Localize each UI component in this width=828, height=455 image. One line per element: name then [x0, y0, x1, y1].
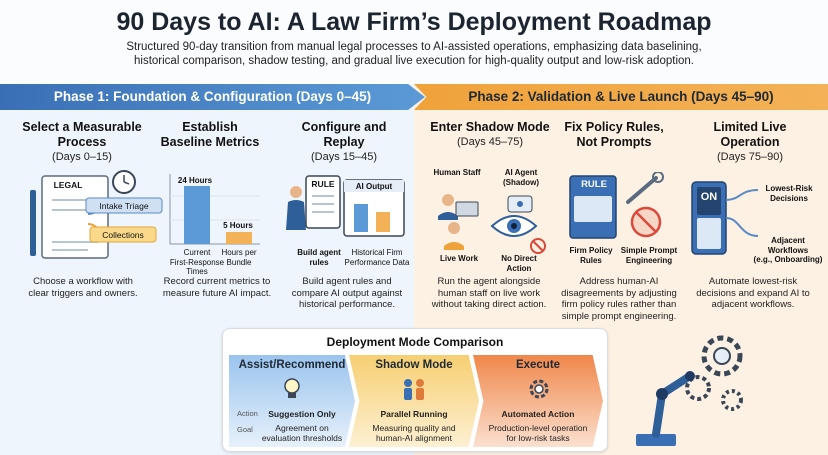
- bar-2-label: Hours per Bundle: [221, 248, 257, 267]
- configure-replay-illustration: [286, 175, 405, 237]
- step-4-description: Run the agent alongside human staff on l…: [431, 276, 547, 310]
- step-baseline-metrics: Establish Baseline Metrics: [160, 120, 260, 149]
- step-fix-policy: Fix Policy Rules, Not Prompts: [564, 120, 664, 149]
- policy-rules-illustration: [569, 172, 664, 239]
- ai-agent-icon: [507, 195, 533, 213]
- mode-assist-recommend: Assist/Recommend Action Suggestion Only …: [229, 355, 355, 447]
- phase-1-banner: Phase 1: Foundation & Configuration (Day…: [0, 84, 425, 110]
- comparison-title: Deployment Mode Comparison: [326, 335, 504, 349]
- step-5-description: Address human-AI disagreements by adjust…: [561, 276, 677, 322]
- step-limited-live: Limited Live Operation (Days 75–90): [713, 120, 787, 163]
- deployment-mode-comparison: Deployment Mode Comparison Assist/Recomm…: [222, 328, 608, 452]
- assist-goal: Agreement on evaluation thresholds: [261, 423, 343, 443]
- step-select-process: Select a Measurable Process (Days 0–15): [22, 120, 142, 163]
- collections-tag: Collections: [102, 230, 144, 240]
- ai-output-label: AI Output: [355, 182, 393, 191]
- historical-data-caption: Historical Firm Performance Data: [344, 248, 410, 267]
- rule-book-label: RULE: [581, 179, 607, 190]
- person-icon: [286, 186, 306, 230]
- prompt-engineering-caption: Simple Prompt Engineering: [620, 246, 678, 265]
- ai-agent-label: AI Agent (Shadow): [503, 168, 539, 187]
- no-action-icon: [530, 238, 546, 254]
- shadow-goal: Measuring quality and human-AI alignment: [372, 423, 456, 443]
- shadow-action: Parallel Running: [380, 409, 448, 419]
- intake-triage-tag: Intake Triage: [99, 201, 149, 211]
- switch-on-label: ON: [700, 191, 718, 203]
- baseline-bar-chart: [169, 174, 260, 245]
- bar-1-label: Current First-Response Times: [169, 248, 225, 276]
- adjacent-workflows-callout: Adjacent Workflows (e.g., Onboarding): [753, 236, 823, 264]
- bar-2-value: 5 Hours: [223, 221, 253, 230]
- row-key-goal: Goal: [237, 425, 253, 434]
- page-subtitle: Structured 90-day transition from manual…: [126, 41, 702, 67]
- gear-icon: [529, 379, 549, 399]
- step-shadow-mode: Enter Shadow Mode (Days 45–75): [430, 120, 550, 148]
- legal-doc-label: LEGAL: [53, 180, 83, 190]
- mode-execute: Execute Automated Action Production-leve…: [473, 355, 603, 447]
- toggle-switch-icon: [691, 181, 727, 255]
- rule-book-icon: [305, 175, 341, 229]
- step-2-description: Record current metrics to measure future…: [162, 276, 272, 299]
- step-configure-replay: Configure and Replay (Days 15–45): [301, 120, 387, 163]
- no-direct-action-label: No Direct Action: [501, 254, 537, 273]
- legal-document-illustration: [30, 170, 163, 259]
- wrench-icon: [626, 172, 664, 204]
- row-key-action: Action: [237, 409, 258, 418]
- pen-icon: [30, 190, 36, 256]
- execute-goal: Production-level operation for low-risk …: [488, 423, 588, 443]
- human-staff-label: Human Staff: [433, 168, 481, 177]
- step-3-description: Build agent rules and compare AI output …: [291, 276, 403, 310]
- bar-hours-per-bundle: [226, 232, 252, 244]
- live-work-icon: [444, 222, 464, 250]
- mode-shadow: Shadow Mode Parallel Running Measuring q…: [349, 355, 479, 447]
- build-rules-caption: Build agent rules: [297, 248, 341, 267]
- eye-icon: [490, 215, 538, 237]
- rule-book-label: RULE: [311, 179, 335, 189]
- robot-arm-gears-icon: [636, 335, 743, 446]
- firm-policy-caption: Firm Policy Rules: [569, 246, 613, 265]
- step-6-description: Automate lowest-risk decisions and expan…: [696, 276, 810, 310]
- lightbulb-icon: [284, 378, 300, 398]
- live-switch-illustration: [691, 181, 759, 255]
- live-work-label: Live Work: [439, 254, 479, 263]
- execute-action: Automated Action: [501, 409, 575, 419]
- phase-2-banner: Phase 2: Validation & Live Launch (Days …: [414, 84, 828, 110]
- assist-action: Suggestion Only: [268, 409, 336, 419]
- prohibited-prompt-icon: [630, 206, 662, 238]
- page-title: 90 Days to AI: A Law Firm’s Deployment R…: [116, 8, 712, 36]
- people-icon: [404, 379, 424, 400]
- bar-1-value: 24 Hours: [177, 176, 213, 185]
- lowest-risk-callout: Lowest-Risk Decisions: [765, 184, 813, 203]
- human-staff-icon: [438, 194, 479, 220]
- bar-first-response-times: [184, 186, 210, 244]
- step-1-description: Choose a workflow with clear triggers an…: [28, 276, 138, 299]
- shadow-mode-illustration: [438, 194, 546, 254]
